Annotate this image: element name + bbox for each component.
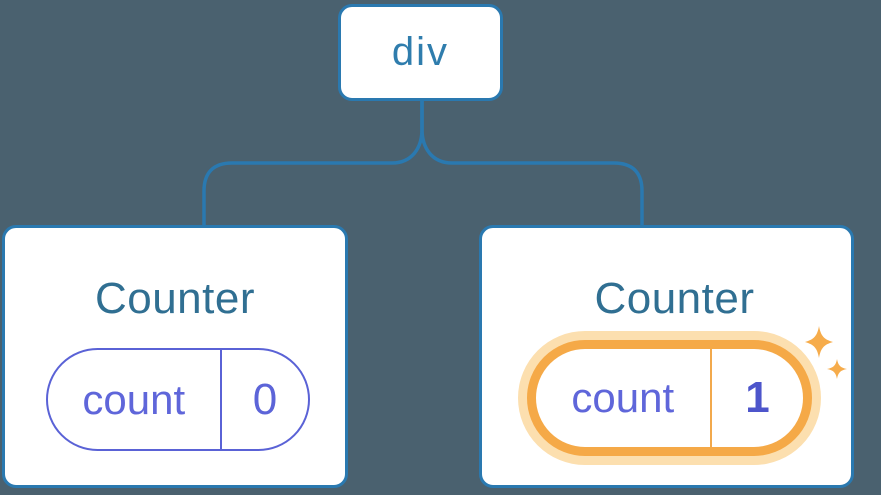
state-pill-highlighted: count 1	[527, 340, 812, 456]
component-title: Counter	[594, 274, 755, 323]
sparkle-icon	[805, 326, 847, 379]
state-value: 0	[252, 374, 278, 424]
pill-divider	[219, 350, 222, 449]
root-node-label: div	[391, 30, 450, 74]
state-key-label: count	[571, 374, 675, 421]
component-title: Counter	[94, 274, 256, 323]
state-value: 1	[745, 373, 770, 422]
counter-card-left: Counter count 0	[2, 225, 348, 488]
root-node-div: div	[338, 4, 503, 101]
counter-card-right: Counter count 1	[479, 225, 854, 488]
state-pill: count 0	[46, 348, 310, 451]
state-key-label: count	[82, 375, 186, 423]
pill-divider	[709, 349, 712, 447]
